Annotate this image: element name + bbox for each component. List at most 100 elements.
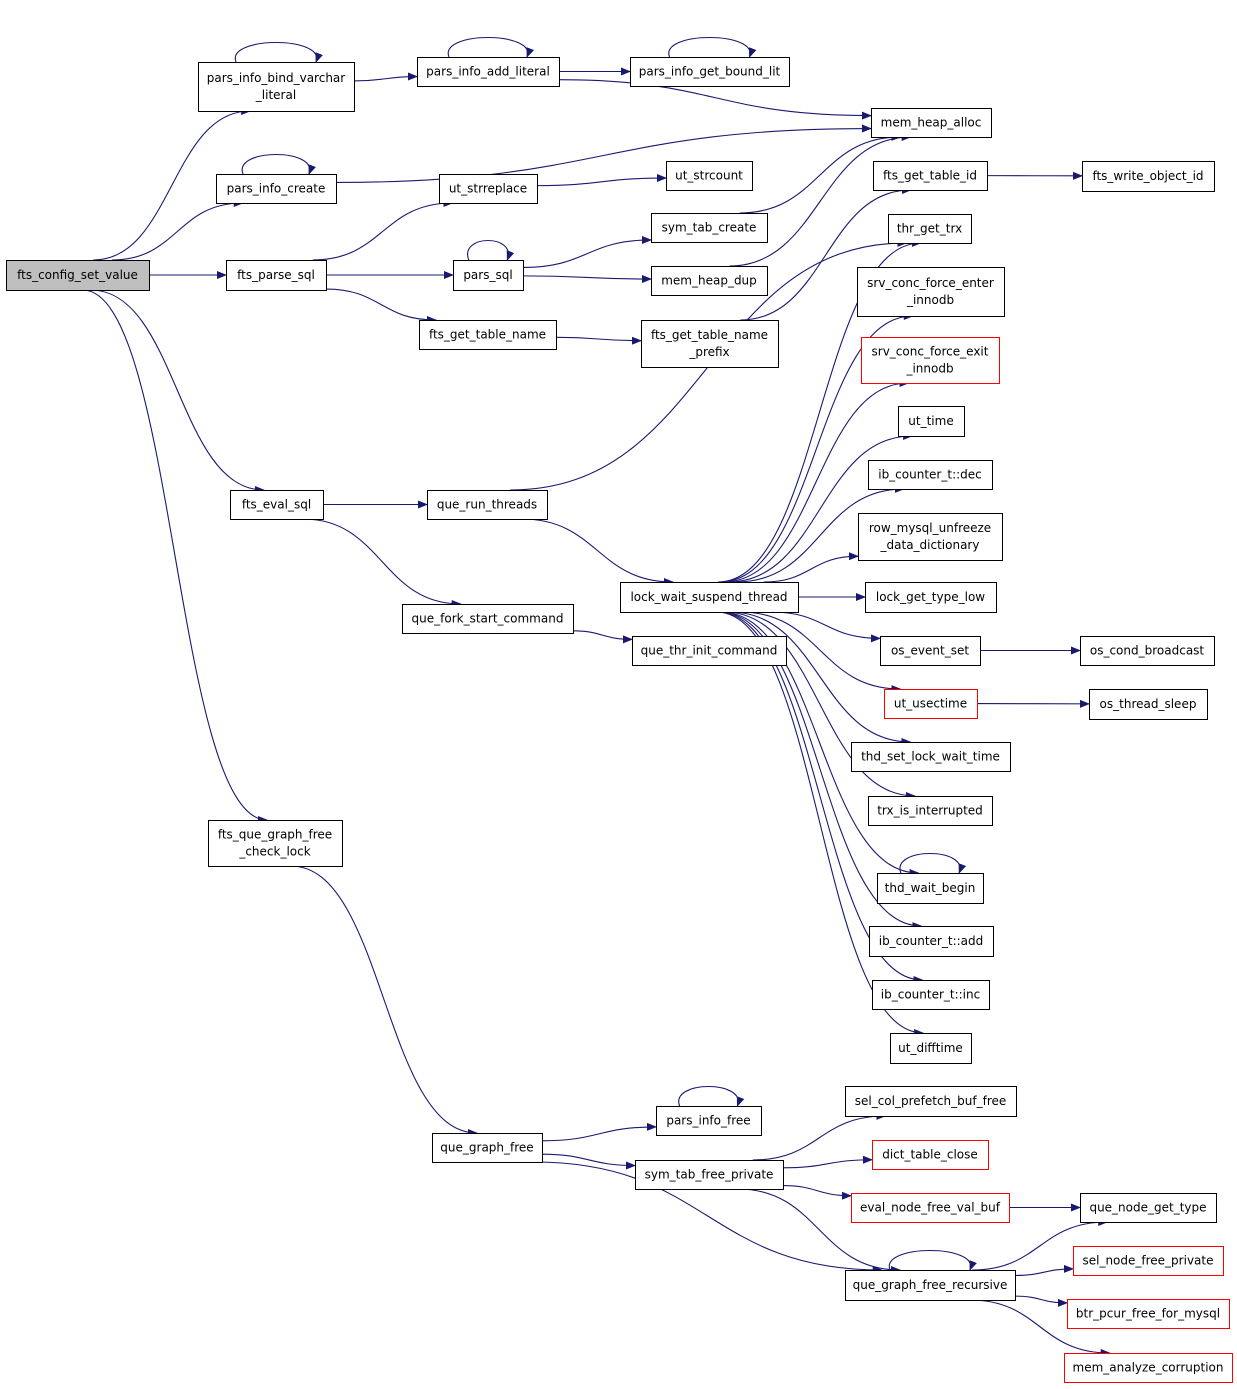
edge-evalsql-to-forkstart (303, 518, 462, 608)
node-evalnode[interactable]: eval_node_free_val_buf (851, 1193, 1010, 1223)
node-thrgettrx[interactable]: thr_get_trx (888, 214, 972, 244)
node-box (198, 62, 355, 112)
node-label: fts_get_table_id (883, 169, 977, 183)
node-graphfree[interactable]: que_graph_free (432, 1133, 543, 1163)
node-box (890, 1033, 972, 1064)
node-box (1067, 1299, 1230, 1329)
edge-lockwait-to-usectime (740, 611, 902, 693)
node-label: ib_counter_t::add (879, 934, 984, 948)
node-selnode[interactable]: sel_node_free_private (1073, 1246, 1224, 1276)
node-usectime[interactable]: ut_usectime (884, 689, 978, 719)
node-label: dict_table_close (882, 1148, 978, 1162)
node-parssql[interactable]: pars_sql (453, 260, 524, 291)
node-thdwait[interactable]: thd_wait_begin (877, 873, 984, 904)
node-label: sym_tab_free_private (645, 1168, 774, 1182)
node-symtab[interactable]: sym_tab_create (651, 213, 768, 243)
edge-lockwait-to-icdec (736, 485, 905, 583)
node-evalsql[interactable]: fts_eval_sql (230, 490, 324, 520)
node-root[interactable]: fts_config_set_value (6, 260, 150, 291)
node-uttime[interactable]: ut_time (898, 406, 965, 437)
node-forkstart[interactable]: que_fork_start_command (402, 604, 574, 634)
node-label: pars_info_free (666, 1114, 750, 1128)
node-nodetype[interactable]: que_node_get_type (1080, 1193, 1217, 1223)
node-icdec[interactable]: ib_counter_t::dec (868, 460, 993, 490)
node-box (845, 1086, 1017, 1117)
node-threadsleep[interactable]: os_thread_sleep (1089, 689, 1208, 720)
node-box (858, 513, 1003, 561)
node-box (880, 636, 981, 666)
node-infofree[interactable]: pars_info_free (656, 1106, 762, 1136)
node-memanalyze[interactable]: mem_analyze_corruption (1064, 1353, 1233, 1383)
node-btrpcur[interactable]: btr_pcur_free_for_mysql (1067, 1299, 1230, 1329)
node-graphfreelock[interactable]: fts_que_graph_free_check_lock (208, 820, 343, 867)
node-tnprefix[interactable]: fts_get_table_name _prefix (641, 320, 779, 368)
node-box (432, 1133, 543, 1163)
node-label: pars_info_bind_varchar (207, 71, 346, 85)
edge-forkstart-to-thrinit (572, 630, 633, 644)
node-dictclose[interactable]: dict_table_close (872, 1140, 989, 1170)
node-label: ut_strreplace (449, 182, 527, 196)
node-strcount[interactable]: ut_strcount (666, 161, 753, 191)
node-label: pars_info_create (227, 182, 326, 196)
edge-parsesql-to-strreplace (312, 199, 454, 261)
node-tableid[interactable]: fts_get_table_id (873, 161, 988, 191)
node-selcol[interactable]: sel_col_prefetch_buf_free (845, 1086, 1017, 1117)
node-oscond[interactable]: os_cond_broadcast (1080, 636, 1215, 666)
node-difftime[interactable]: ut_difftime (890, 1033, 972, 1064)
node-heapdup[interactable]: mem_heap_dup (651, 266, 768, 296)
node-label: _data_dictionary (880, 538, 980, 552)
node-srvexit[interactable]: srv_conc_force_exit_innodb (861, 337, 1000, 384)
node-tablename[interactable]: fts_get_table_name (419, 320, 557, 350)
node-label: ut_strcount (675, 169, 743, 183)
node-label: lock_wait_suspend_thread (630, 590, 787, 604)
node-label: fts_get_table_name (651, 328, 768, 342)
node-gfrec[interactable]: que_graph_free_recursive (845, 1270, 1016, 1301)
node-heapalloc[interactable]: mem_heap_alloc (871, 108, 992, 138)
node-writeobj[interactable]: fts_write_object_id (1082, 161, 1215, 192)
node-runthreads[interactable]: que_run_threads (427, 490, 548, 520)
node-trxint[interactable]: trx_is_interrupted (868, 796, 993, 826)
nodes-layer: fts_config_set_value pars_info_bind_varch… (6, 57, 1233, 1383)
node-box (1064, 1353, 1233, 1383)
node-icadd[interactable]: ib_counter_t::add (869, 926, 994, 957)
node-label: lock_get_type_low (876, 590, 985, 604)
node-addlit[interactable]: pars_info_add_literal (417, 57, 560, 87)
node-box (656, 1106, 762, 1136)
node-label: thd_set_lock_wait_time (861, 750, 1000, 764)
node-infocreate[interactable]: pars_info_create (216, 174, 337, 204)
node-box (857, 267, 1005, 317)
edge-addlit-to-heapalloc (558, 79, 872, 120)
node-thdsetlock[interactable]: thd_set_lock_wait_time (851, 742, 1011, 772)
node-lockwait[interactable]: lock_wait_suspend_thread (620, 582, 799, 613)
node-srventer[interactable]: srv_conc_force_enter_innodb (857, 267, 1005, 317)
node-label: fts_get_table_name (429, 328, 546, 342)
node-label: trx_is_interrupted (877, 804, 983, 818)
node-strreplace[interactable]: ut_strreplace (439, 174, 538, 204)
node-symfree[interactable]: sym_tab_free_private (635, 1160, 784, 1190)
node-label: row_mysql_unfreeze (869, 521, 991, 535)
node-parsesql[interactable]: fts_parse_sql (226, 260, 327, 291)
node-label: mem_heap_dup (661, 274, 757, 288)
node-bindvar[interactable]: pars_info_bind_varchar_literal (198, 62, 355, 112)
node-box (869, 926, 994, 957)
node-label: _check_lock (238, 845, 310, 859)
node-label: que_thr_init_command (641, 644, 778, 658)
node-locktype[interactable]: lock_get_type_low (865, 582, 997, 613)
edge-heapdup-to-heapalloc (729, 133, 912, 267)
node-box (872, 980, 990, 1010)
node-osevset[interactable]: os_event_set (880, 636, 981, 666)
node-box (1073, 1246, 1224, 1276)
node-label: _prefix (688, 345, 729, 359)
edge-lockwait-to-srventer (719, 312, 914, 583)
node-label: pars_sql (463, 268, 512, 282)
node-label: srv_conc_force_enter (867, 276, 994, 290)
node-label: mem_heap_alloc (881, 116, 982, 130)
node-getbound[interactable]: pars_info_get_bound_lit (630, 57, 790, 87)
node-box (641, 320, 779, 368)
edge-parssql-to-symtab (522, 235, 652, 269)
node-rowunfreeze[interactable]: row_mysql_unfreeze _data_dictionary (858, 513, 1003, 561)
node-thrinit[interactable]: que_thr_init_command (632, 636, 787, 666)
node-icinc[interactable]: ib_counter_t::inc (872, 980, 990, 1010)
node-label: que_graph_free (440, 1141, 533, 1155)
